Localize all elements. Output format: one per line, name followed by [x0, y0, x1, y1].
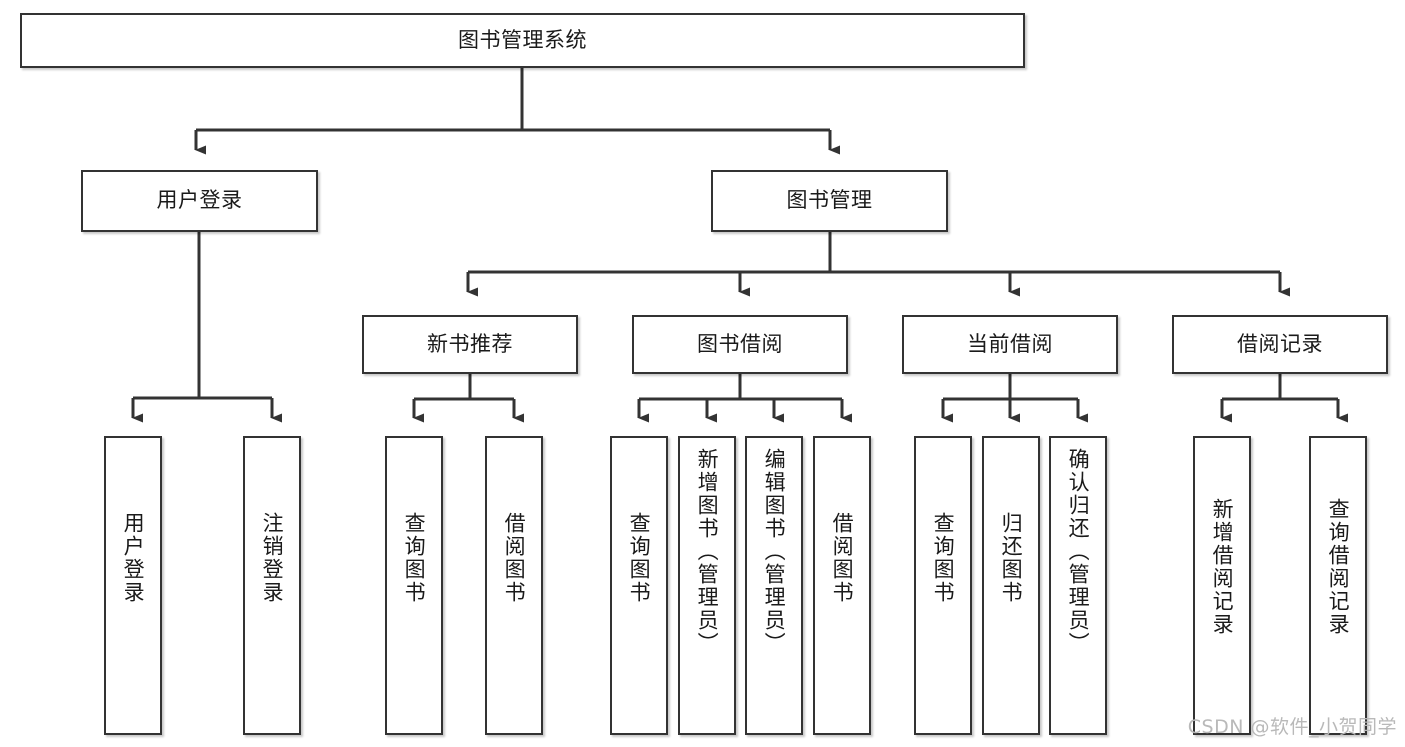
node-leaf-query-book-2[interactable]: 查询图书: [610, 436, 668, 735]
node-leaf-add-book[interactable]: 新增图书（管理员）: [678, 436, 736, 735]
node-borrow-records-label: 借阅记录: [1237, 331, 1323, 356]
node-leaf-user-logout[interactable]: 注销登录: [243, 436, 301, 735]
node-leaf-query-book-1-label: 查询图书: [402, 512, 427, 604]
node-leaf-user-logout-label: 注销登录: [260, 512, 285, 604]
node-current-borrow[interactable]: 当前借阅: [902, 315, 1118, 374]
node-leaf-query-record[interactable]: 查询借阅记录: [1309, 436, 1367, 735]
node-leaf-return-book[interactable]: 归还图书: [982, 436, 1040, 735]
node-leaf-add-record[interactable]: 新增借阅记录: [1193, 436, 1251, 735]
node-borrow-records[interactable]: 借阅记录: [1172, 315, 1388, 374]
node-current-borrow-label: 当前借阅: [967, 331, 1053, 356]
node-leaf-borrow-book-1[interactable]: 借阅图书: [485, 436, 543, 735]
node-book-borrow[interactable]: 图书借阅: [632, 315, 848, 374]
node-leaf-edit-book[interactable]: 编辑图书（管理员）: [745, 436, 803, 735]
node-user-login-label: 用户登录: [156, 188, 243, 213]
node-leaf-borrow-book-2[interactable]: 借阅图书: [813, 436, 871, 735]
node-root-label: 图书管理系统: [458, 27, 587, 52]
node-leaf-query-book-1[interactable]: 查询图书: [385, 436, 443, 735]
node-book-management-label: 图书管理: [786, 188, 873, 213]
node-leaf-borrow-book-2-label: 借阅图书: [830, 512, 855, 604]
node-leaf-query-book-3-label: 查询图书: [931, 512, 956, 604]
node-leaf-confirm-return-label: 确认归还（管理员）: [1066, 448, 1091, 655]
node-leaf-add-book-label: 新增图书（管理员）: [695, 448, 720, 655]
node-leaf-user-login-label: 用户登录: [121, 512, 146, 604]
node-leaf-borrow-book-1-label: 借阅图书: [502, 512, 527, 604]
node-new-book-recommend[interactable]: 新书推荐: [362, 315, 578, 374]
node-leaf-edit-book-label: 编辑图书（管理员）: [762, 448, 787, 655]
node-leaf-query-record-label: 查询借阅记录: [1326, 498, 1351, 636]
node-book-borrow-label: 图书借阅: [697, 331, 783, 356]
node-root[interactable]: 图书管理系统: [20, 13, 1025, 68]
node-new-book-recommend-label: 新书推荐: [427, 331, 513, 356]
node-leaf-user-login[interactable]: 用户登录: [104, 436, 162, 735]
watermark: CSDN @软件_小贺同学: [1187, 716, 1397, 738]
node-leaf-confirm-return[interactable]: 确认归还（管理员）: [1049, 436, 1107, 735]
node-book-management[interactable]: 图书管理: [711, 170, 948, 232]
node-user-login[interactable]: 用户登录: [81, 170, 318, 232]
node-leaf-query-book-2-label: 查询图书: [627, 512, 652, 604]
node-leaf-add-record-label: 新增借阅记录: [1210, 498, 1235, 636]
node-leaf-query-book-3[interactable]: 查询图书: [914, 436, 972, 735]
node-leaf-return-book-label: 归还图书: [999, 512, 1024, 604]
